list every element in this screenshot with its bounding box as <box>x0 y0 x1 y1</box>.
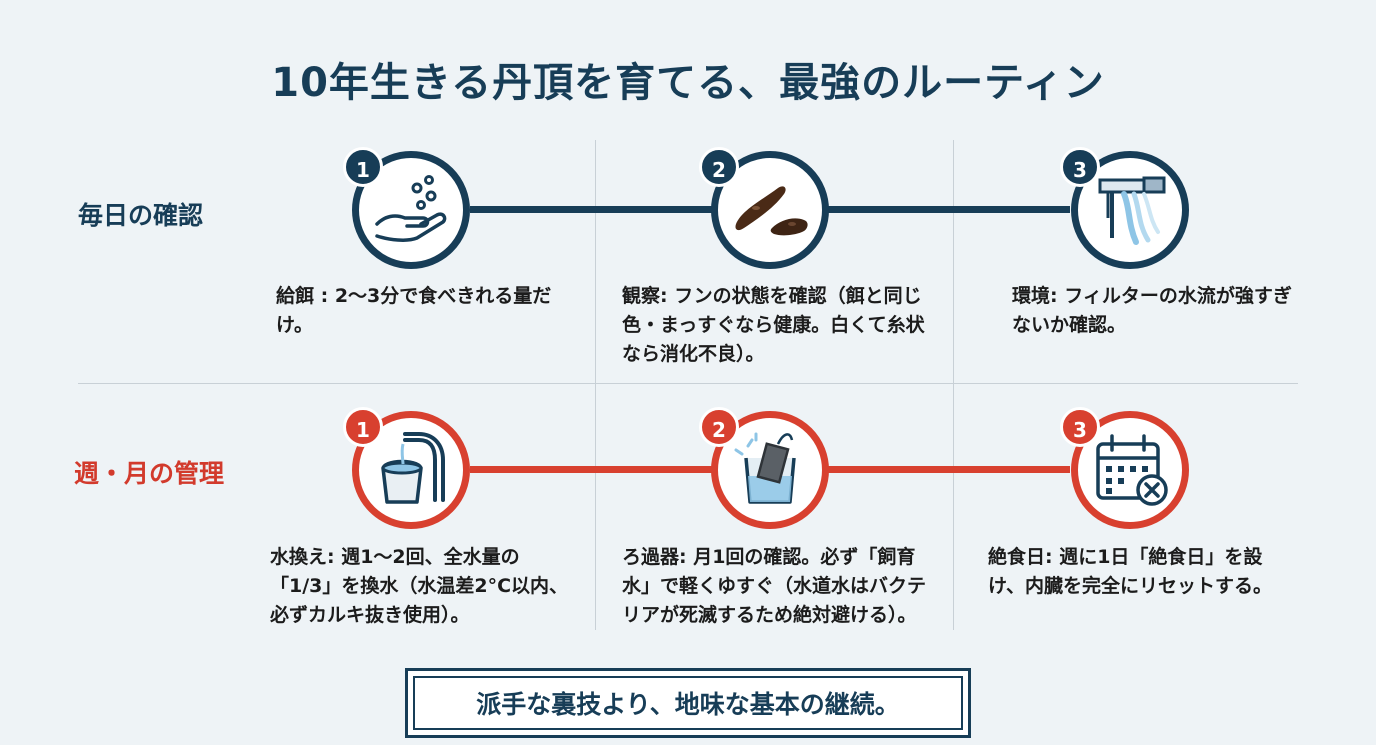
step-number-badge: 3 <box>1060 407 1100 447</box>
row-divider <box>78 383 1298 384</box>
bucket-hose-icon <box>381 432 445 504</box>
step-circle <box>1071 411 1189 529</box>
row-label-weekly: 週・月の管理 <box>74 459 225 488</box>
step-number-badge: 2 <box>699 147 739 187</box>
step-number-badge: 1 <box>343 147 383 187</box>
column-divider <box>595 140 596 630</box>
step-description: 絶食日: 週に1日「絶食日」を設け、内臓を完全にリセットする。 <box>988 546 1273 597</box>
step-number-badge: 1 <box>343 407 383 447</box>
step-description: 観察: フンの状態を確認（餌と同じ色・まっすぐなら健康。白くて糸状なら消化不良）… <box>622 285 925 365</box>
column-divider <box>953 140 954 630</box>
step-number-badge: 2 <box>699 407 739 447</box>
step-description: 環境: フィルターの水流が強すぎないか確認。 <box>1012 285 1292 336</box>
page-title: 10年生きる丹頂を育てる、最強のルーティン <box>271 60 1105 106</box>
step-number-badge: 3 <box>1060 147 1100 187</box>
filter-rinse-icon <box>734 432 796 504</box>
row-label-daily: 毎日の確認 <box>78 201 204 230</box>
step-description: 給餌 : 2〜3分で食べきれる量だけ。 <box>276 285 552 336</box>
calendar-cancel-icon <box>1096 434 1168 506</box>
feeding-hand-icon <box>375 175 447 242</box>
filter-flow-icon <box>1098 176 1166 245</box>
step-description: ろ過器: 月1回の確認。必ず「飼育水」で軽くゆすぐ（水道水はバクテリアが死滅する… <box>622 546 927 626</box>
footer-banner: 派手な裏技より、地味な基本の継続。 <box>405 668 971 738</box>
droppings-icon <box>735 186 808 236</box>
footer-text: 派手な裏技より、地味な基本の継続。 <box>413 676 963 730</box>
step-description: 水換え: 週1〜2回、全水量の「1/3」を換水（水温差2°C以内、必ずカルキ抜き… <box>270 546 569 626</box>
